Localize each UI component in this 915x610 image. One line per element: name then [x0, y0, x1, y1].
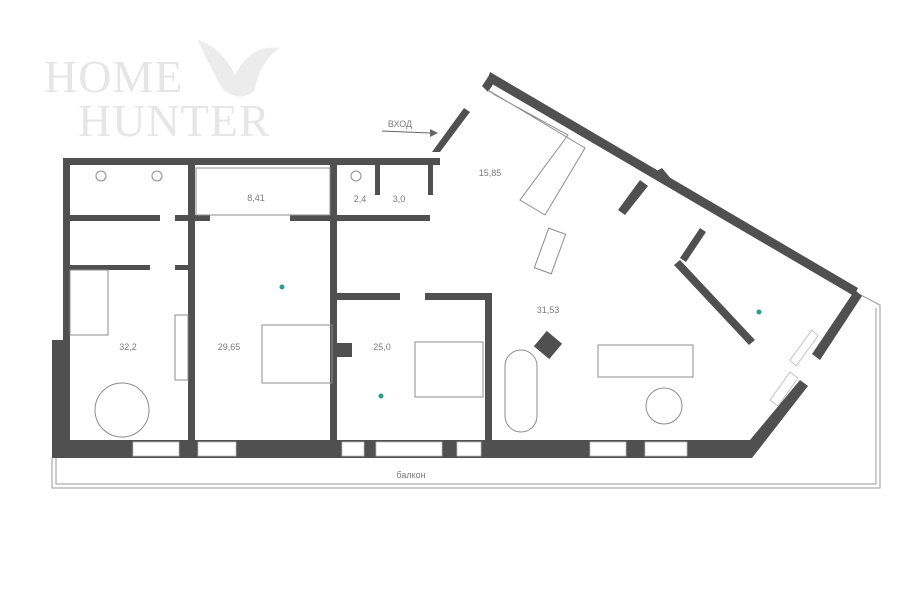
room-area-bathroom: 32,2 — [119, 342, 137, 352]
armchair — [533, 330, 563, 360]
entrance-arrow — [381, 130, 431, 134]
entrance-label: ВХОД — [388, 119, 412, 129]
room-area-bedroom: 25,0 — [373, 342, 391, 352]
room-area-wardrobe: 8,41 — [247, 193, 265, 203]
logo-line2: HUNTER — [78, 95, 271, 146]
walls — [52, 72, 862, 458]
room-area-hall: 15,85 — [479, 168, 502, 178]
room-area-master-bedroom: 29,65 — [218, 342, 241, 352]
logo-line1: HOME — [44, 51, 183, 102]
home-hunter-logo: HOME HUNTER — [44, 40, 280, 146]
room-area-storage: 3,0 — [393, 194, 406, 204]
eagle-icon — [198, 40, 280, 97]
room-area-wc: 2,4 — [354, 194, 367, 204]
furniture — [69, 89, 762, 438]
balcony-outline — [51, 291, 881, 489]
balcony-label: балкон — [396, 470, 425, 480]
room-area-living-kitchen: 31,53 — [537, 305, 560, 315]
